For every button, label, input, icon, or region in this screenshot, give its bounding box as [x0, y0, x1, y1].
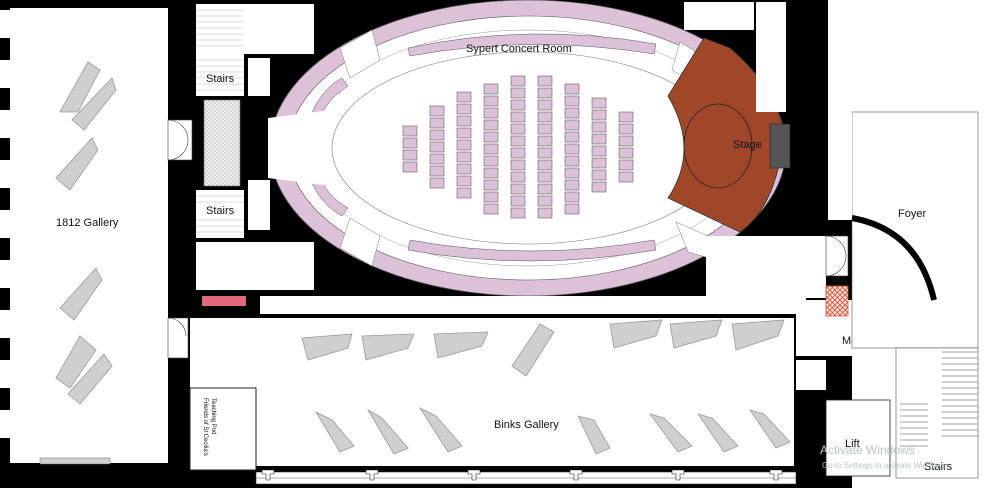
gallery-1812[interactable]: 1812 Gallery: [10, 8, 168, 463]
stair-landing-bottom: [248, 180, 270, 230]
gallery-1812-label: 1812 Gallery: [56, 217, 119, 229]
teaching-pod-label-line1: Friends of St Cecilia's: [202, 398, 208, 456]
binks-gallery-label: Binks Gallery: [494, 419, 559, 431]
door-gallery-1812-lower[interactable]: [167, 317, 189, 359]
seat-row-3: [456, 91, 472, 199]
foyer[interactable]: Foyer: [828, 111, 979, 349]
seat-row-2: [429, 105, 445, 189]
teaching-pod-label-line2: Teaching Pod: [210, 398, 216, 434]
lift-label: Lift: [845, 438, 860, 450]
stage-wing-lower: [706, 236, 826, 298]
stairs-lower-label: Stairs: [206, 205, 235, 217]
seat-row-4: [483, 83, 499, 215]
stair-landing-top: [248, 58, 270, 96]
seat-row-1: [402, 125, 418, 173]
seat-row-9: [618, 111, 634, 183]
stairwell-left-lower[interactable]: Stairs: [196, 190, 244, 238]
concert-room-label: Sypert Concert Room: [466, 43, 572, 55]
stairwell-left[interactable]: Stairs: [196, 4, 314, 96]
binks-window-wall: [255, 469, 797, 485]
lift-vestibule: [796, 360, 826, 390]
door-gallery-1812-upper[interactable]: [167, 119, 193, 161]
stairs-right-label: Stairs: [924, 461, 953, 473]
upper-corridor: [260, 296, 806, 314]
sypert-concert-room[interactable]: Sypert Concert Room: [268, 0, 787, 297]
stairwell-core: [203, 99, 241, 187]
seat-row-8: [591, 97, 607, 193]
lift[interactable]: Lift: [825, 399, 891, 477]
stage-wing-upper: [684, 2, 754, 30]
watermark-subtitle: Go to Settings to activate Windows.: [822, 461, 948, 470]
door-foyer[interactable]: [825, 235, 849, 277]
binks-gallery[interactable]: Binks Gallery: [190, 318, 794, 466]
windows-watermark: Activate Windows Go to Settings to activ…: [820, 443, 948, 470]
teaching-pod[interactable]: Friends of St Cecilia's Teaching Pod: [189, 387, 257, 471]
stairs-upper-label: Stairs: [206, 73, 235, 85]
watermark-title: Activate Windows: [820, 443, 915, 457]
stage-wing-right: [756, 2, 786, 112]
entrance-marker: [202, 296, 246, 306]
left-wall-stripes: [0, 10, 10, 438]
stage[interactable]: Stage: [667, 37, 791, 233]
stairwell-right[interactable]: Stairs: [895, 347, 979, 479]
seat-row-6: [537, 75, 553, 219]
gallery-1812-base: [39, 457, 111, 465]
seating-block: [402, 75, 634, 219]
seat-row-7: [564, 83, 580, 215]
service-room: [196, 242, 314, 290]
seat-row-5: [510, 75, 526, 219]
stage-label: Stage: [733, 139, 762, 151]
foyer-label: Foyer: [898, 208, 926, 220]
